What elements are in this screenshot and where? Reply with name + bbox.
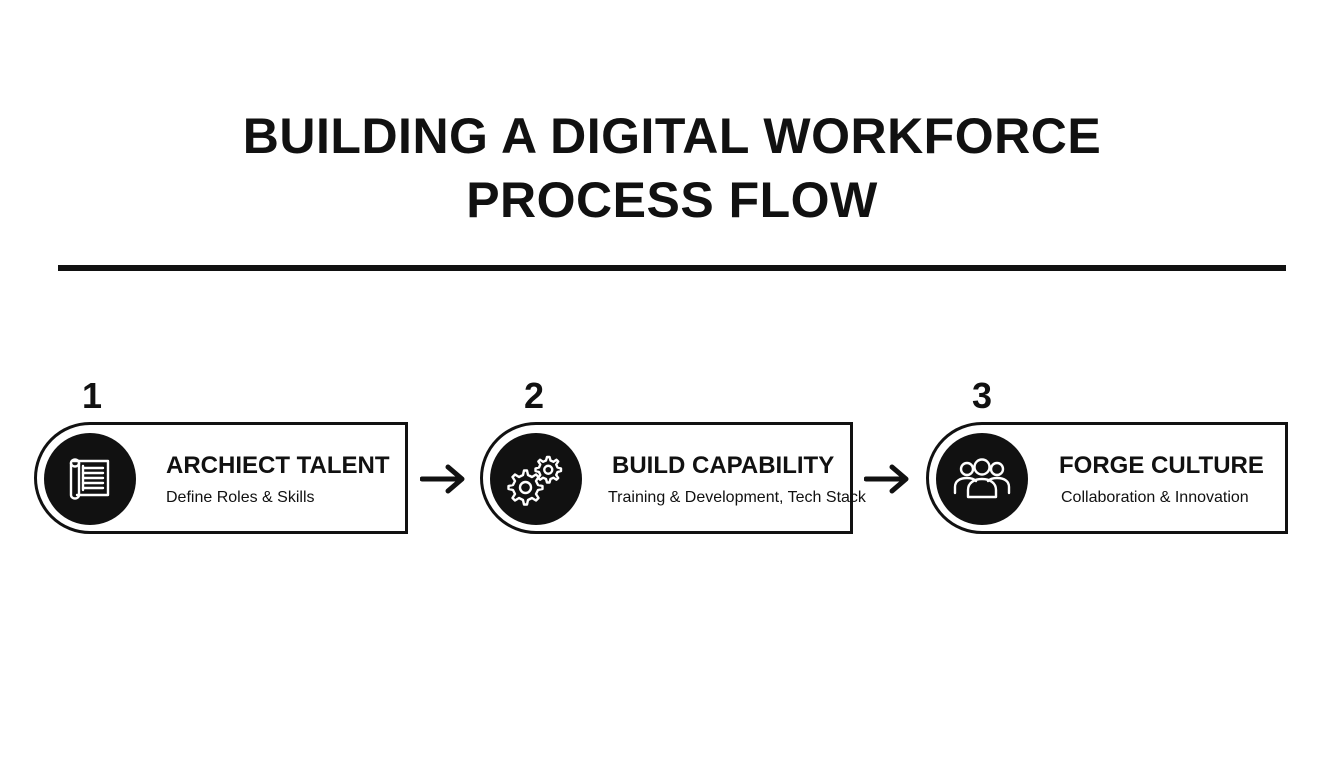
- step-2-title: BUILD CAPABILITY: [612, 452, 835, 479]
- title-line-1: BUILDING A DIGITAL WORKFORCE: [242, 108, 1102, 164]
- step-1-card: ARCHIECT TALENT Define Roles & Skills: [34, 422, 408, 534]
- right-arrow-icon: [420, 464, 465, 494]
- step-1-number: 1: [82, 375, 103, 416]
- title-divider: [58, 265, 1286, 271]
- blueprint-document-icon: [69, 458, 110, 500]
- diagram-title: BUILDING A DIGITAL WORKFORCE PROCESS FLO…: [0, 104, 1344, 232]
- step-1-icon-badge: [44, 433, 136, 525]
- step-3-card: FORGE CULTURE Collaboration & Innovation: [926, 422, 1288, 534]
- right-arrow-icon: [864, 464, 909, 494]
- step-3-number: 3: [972, 375, 993, 416]
- step-3-title: FORGE CULTURE: [1059, 452, 1264, 479]
- step-1-title: ARCHIECT TALENT: [166, 452, 390, 479]
- step-3-subtitle: Collaboration & Innovation: [1061, 489, 1249, 506]
- step-2-subtitle: Training & Development, Tech Stack: [608, 489, 866, 506]
- step-2-icon-badge: [490, 433, 582, 525]
- step-3-icon-badge: [936, 433, 1028, 525]
- title-line-2: PROCESS FLOW: [466, 172, 878, 228]
- step-2-number: 2: [524, 375, 545, 416]
- step-1-subtitle: Define Roles & Skills: [166, 489, 315, 506]
- step-2-card: BUILD CAPABILITY Training & Development,…: [480, 422, 866, 534]
- gears-icon: [507, 455, 563, 506]
- people-group-icon: [953, 458, 1011, 499]
